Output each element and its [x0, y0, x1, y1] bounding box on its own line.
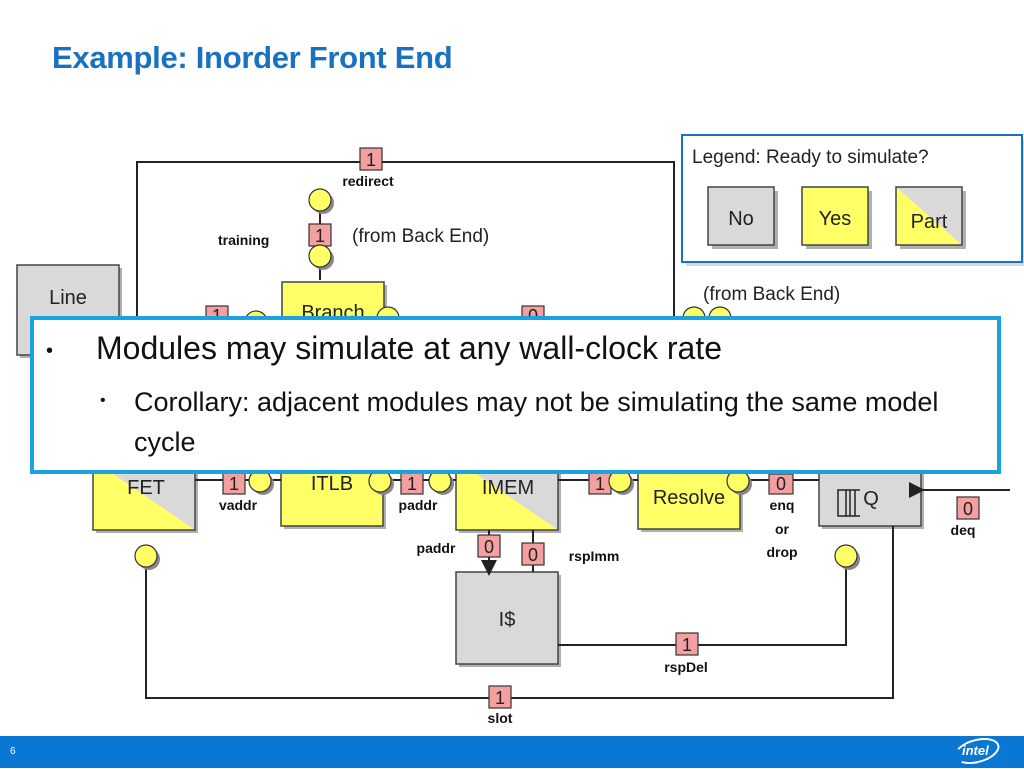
bullet-1-text: Modules may simulate at any wall-clock r… [96, 330, 723, 366]
legend: Legend: Ready to simulate? No Yes Part [681, 134, 1024, 266]
legend-yes-label: Yes [819, 208, 852, 230]
paddr-badge-value: 0 [484, 537, 494, 557]
bullet-2-marker: • [100, 392, 106, 409]
deq-badge [956, 496, 980, 520]
queue-icon [837, 489, 847, 517]
training-badge-value: 1 [315, 226, 325, 246]
redirect-label: redirect [342, 173, 394, 189]
or-label: or [775, 521, 790, 537]
resolve-module [637, 464, 741, 530]
slide-title: Example: Inorder Front End [52, 40, 453, 75]
legend-no-swatch [707, 186, 775, 246]
rspimm-badge [521, 542, 545, 566]
paddr-badge [477, 534, 501, 558]
legend-title: Legend: Ready to simulate? [692, 147, 929, 168]
fet-module-label: FET [127, 477, 165, 499]
callout-box: • Modules may simulate at any wall-clock… [30, 316, 1001, 474]
slot-badge [488, 685, 512, 709]
itlb-module-label: ITLB [311, 473, 353, 495]
bullet-2-text: Corollary: adjacent modules may not be s… [134, 387, 939, 457]
training-label: training [218, 232, 269, 248]
enq-label: enq [770, 497, 795, 513]
vaddr-badge-value: 1 [229, 474, 239, 494]
drop-label: drop [766, 544, 797, 560]
rspimm-label: rspImm [569, 548, 620, 564]
vaddr-label: vaddr [219, 497, 258, 513]
itlb-paddr-badge-value: 1 [407, 474, 417, 494]
slot-badge-value: 1 [495, 688, 505, 708]
intel-logo-text: intel [962, 743, 989, 758]
enq-badge-value: 0 [776, 474, 786, 494]
rspdel-label: rspDel [664, 659, 708, 675]
legend-part-label: Part [911, 211, 948, 233]
line-module-label: Line [49, 287, 87, 309]
paddr-label: paddr [417, 540, 456, 556]
from-back-end-label-1: (from Back End) [352, 226, 489, 247]
page-number: 6 [10, 746, 16, 757]
branch-module [281, 281, 385, 323]
enq-badge [768, 473, 794, 495]
from-back-end-label-2: (from Back End) [703, 284, 840, 305]
rspdel-badge [675, 632, 699, 656]
redirect-badge [359, 147, 383, 171]
imem-output-badge-value: 1 [595, 474, 605, 494]
q-module-label: Q [863, 488, 879, 510]
imem-module-label: IMEM [482, 477, 534, 499]
rspdel-badge-value: 1 [682, 635, 692, 655]
resolve-module-label: Resolve [653, 487, 725, 509]
rspimm-badge-value: 0 [528, 545, 538, 565]
q-input-port [834, 544, 858, 568]
legend-yes-swatch [801, 186, 869, 246]
training-port-top [308, 188, 332, 212]
training-port-bottom [308, 244, 332, 268]
icache-module [455, 571, 559, 665]
fet-slot-port [134, 544, 158, 568]
itlb-paddr-label: paddr [399, 497, 438, 513]
slot-label: slot [488, 710, 513, 726]
deq-badge-value: 0 [963, 499, 973, 519]
intel-logo: intel [951, 733, 1004, 769]
bullet-1-marker: • [46, 340, 54, 362]
icache-module-label: I$ [499, 609, 516, 631]
deq-label: deq [951, 522, 976, 538]
redirect-badge-value: 1 [366, 150, 376, 170]
legend-part-swatch [895, 186, 963, 246]
footer-bar: 6 intel [0, 733, 1024, 769]
legend-no-label: No [728, 208, 754, 230]
